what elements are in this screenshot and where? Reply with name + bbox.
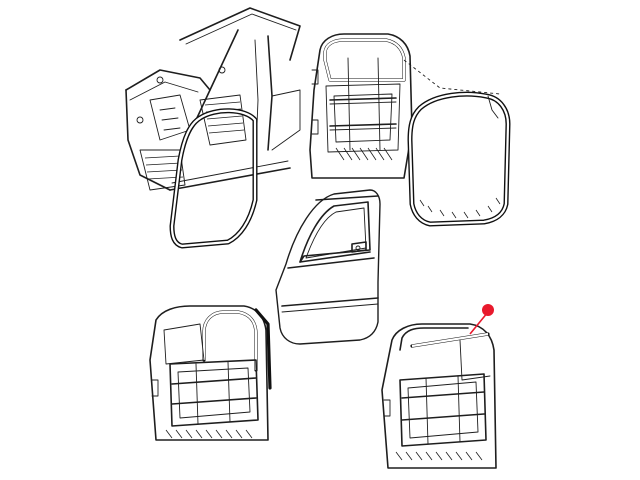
a-pillar (195, 29, 239, 121)
weatherstrip-tail (487, 95, 499, 119)
window-glass (305, 207, 367, 259)
inner-cutout (325, 83, 401, 153)
window-opening (299, 201, 371, 263)
rail-edges (329, 101, 397, 131)
window-frame-arch (399, 327, 469, 351)
body-frame-with-door-seal (125, 7, 301, 249)
inner-rail-1 (171, 377, 257, 385)
vertical-channels (347, 57, 381, 151)
inner-vertical-ribs (195, 361, 231, 425)
upper-inner-frame (163, 323, 205, 365)
brace-hatch-2 (144, 155, 184, 180)
leader-dashed (403, 59, 501, 95)
hinge-pillar (125, 89, 171, 191)
inner-rail-2 (171, 397, 257, 405)
inner-brace-3 (199, 94, 247, 146)
ribs-right (425, 375, 461, 445)
cowl (125, 69, 211, 91)
rocker-sill (169, 167, 291, 191)
hinge-right (383, 399, 391, 417)
top-rail (315, 195, 379, 201)
rear-edge-seal (254, 308, 272, 390)
rail-lower (329, 123, 397, 127)
inner-brace-1 (149, 94, 191, 141)
belt-weatherstrip-highlight (411, 332, 489, 348)
inner-brace-2 (139, 149, 186, 191)
brace-ribs (159, 107, 181, 131)
glass-run-seal-highlight (323, 38, 406, 82)
callout-leader-line (469, 311, 489, 335)
belt-line (299, 251, 371, 263)
door-handle (351, 241, 367, 253)
lower-hatch (335, 147, 393, 161)
outer-door-panel (275, 189, 381, 345)
rail-right-2 (401, 413, 485, 421)
roof-rail-inner (185, 13, 297, 45)
hinge-upper (311, 69, 319, 85)
body-side-molding-lower (281, 303, 379, 313)
glass-run-channel-highlight (202, 310, 258, 370)
rocker-sill-inner (171, 160, 289, 184)
door-inner-with-glass-run (149, 305, 272, 441)
bolt-3 (218, 66, 226, 74)
callout-marker-dot (482, 304, 494, 316)
inner-panel-opening (169, 359, 259, 427)
body-side-molding (281, 297, 379, 307)
inner-door-frame (149, 305, 269, 441)
inner-door-frame-right (381, 323, 497, 469)
weatherstrip-loop (407, 91, 511, 227)
inner-panel-opening-2 (177, 367, 251, 419)
inner-hinge (151, 379, 159, 397)
door-shell-with-frame-seal (309, 33, 413, 179)
brace-hatch (204, 101, 245, 134)
door-inner-with-belt-seal (381, 323, 497, 469)
weatherstrip-seal (407, 91, 511, 227)
inner-cutout-right (399, 373, 487, 447)
weatherstrip-clips (419, 197, 501, 219)
rail-upper (329, 97, 397, 101)
bolt-1 (156, 76, 164, 84)
b-pillar (267, 35, 273, 151)
glass-run-seal (323, 38, 406, 82)
weatherstrip-highlight (408, 93, 510, 226)
inner-cutout-right-2 (407, 381, 479, 439)
cowl-inner (129, 81, 199, 101)
part-callout (469, 304, 494, 335)
bolt-2 (136, 116, 144, 124)
outer-door-skin (275, 189, 381, 345)
lower-inner-hatch (165, 429, 253, 439)
rear-channel (459, 339, 491, 381)
door-opening-seal-highlight (170, 109, 257, 248)
roof-rail (179, 7, 301, 61)
floor-pan (271, 89, 301, 151)
character-line (287, 257, 375, 269)
lower-hatch-right (395, 451, 483, 461)
hinge-lower (311, 119, 319, 135)
inner-cutout-2 (333, 93, 393, 143)
rail-right-1 (401, 391, 485, 399)
handle-lock (355, 245, 361, 251)
